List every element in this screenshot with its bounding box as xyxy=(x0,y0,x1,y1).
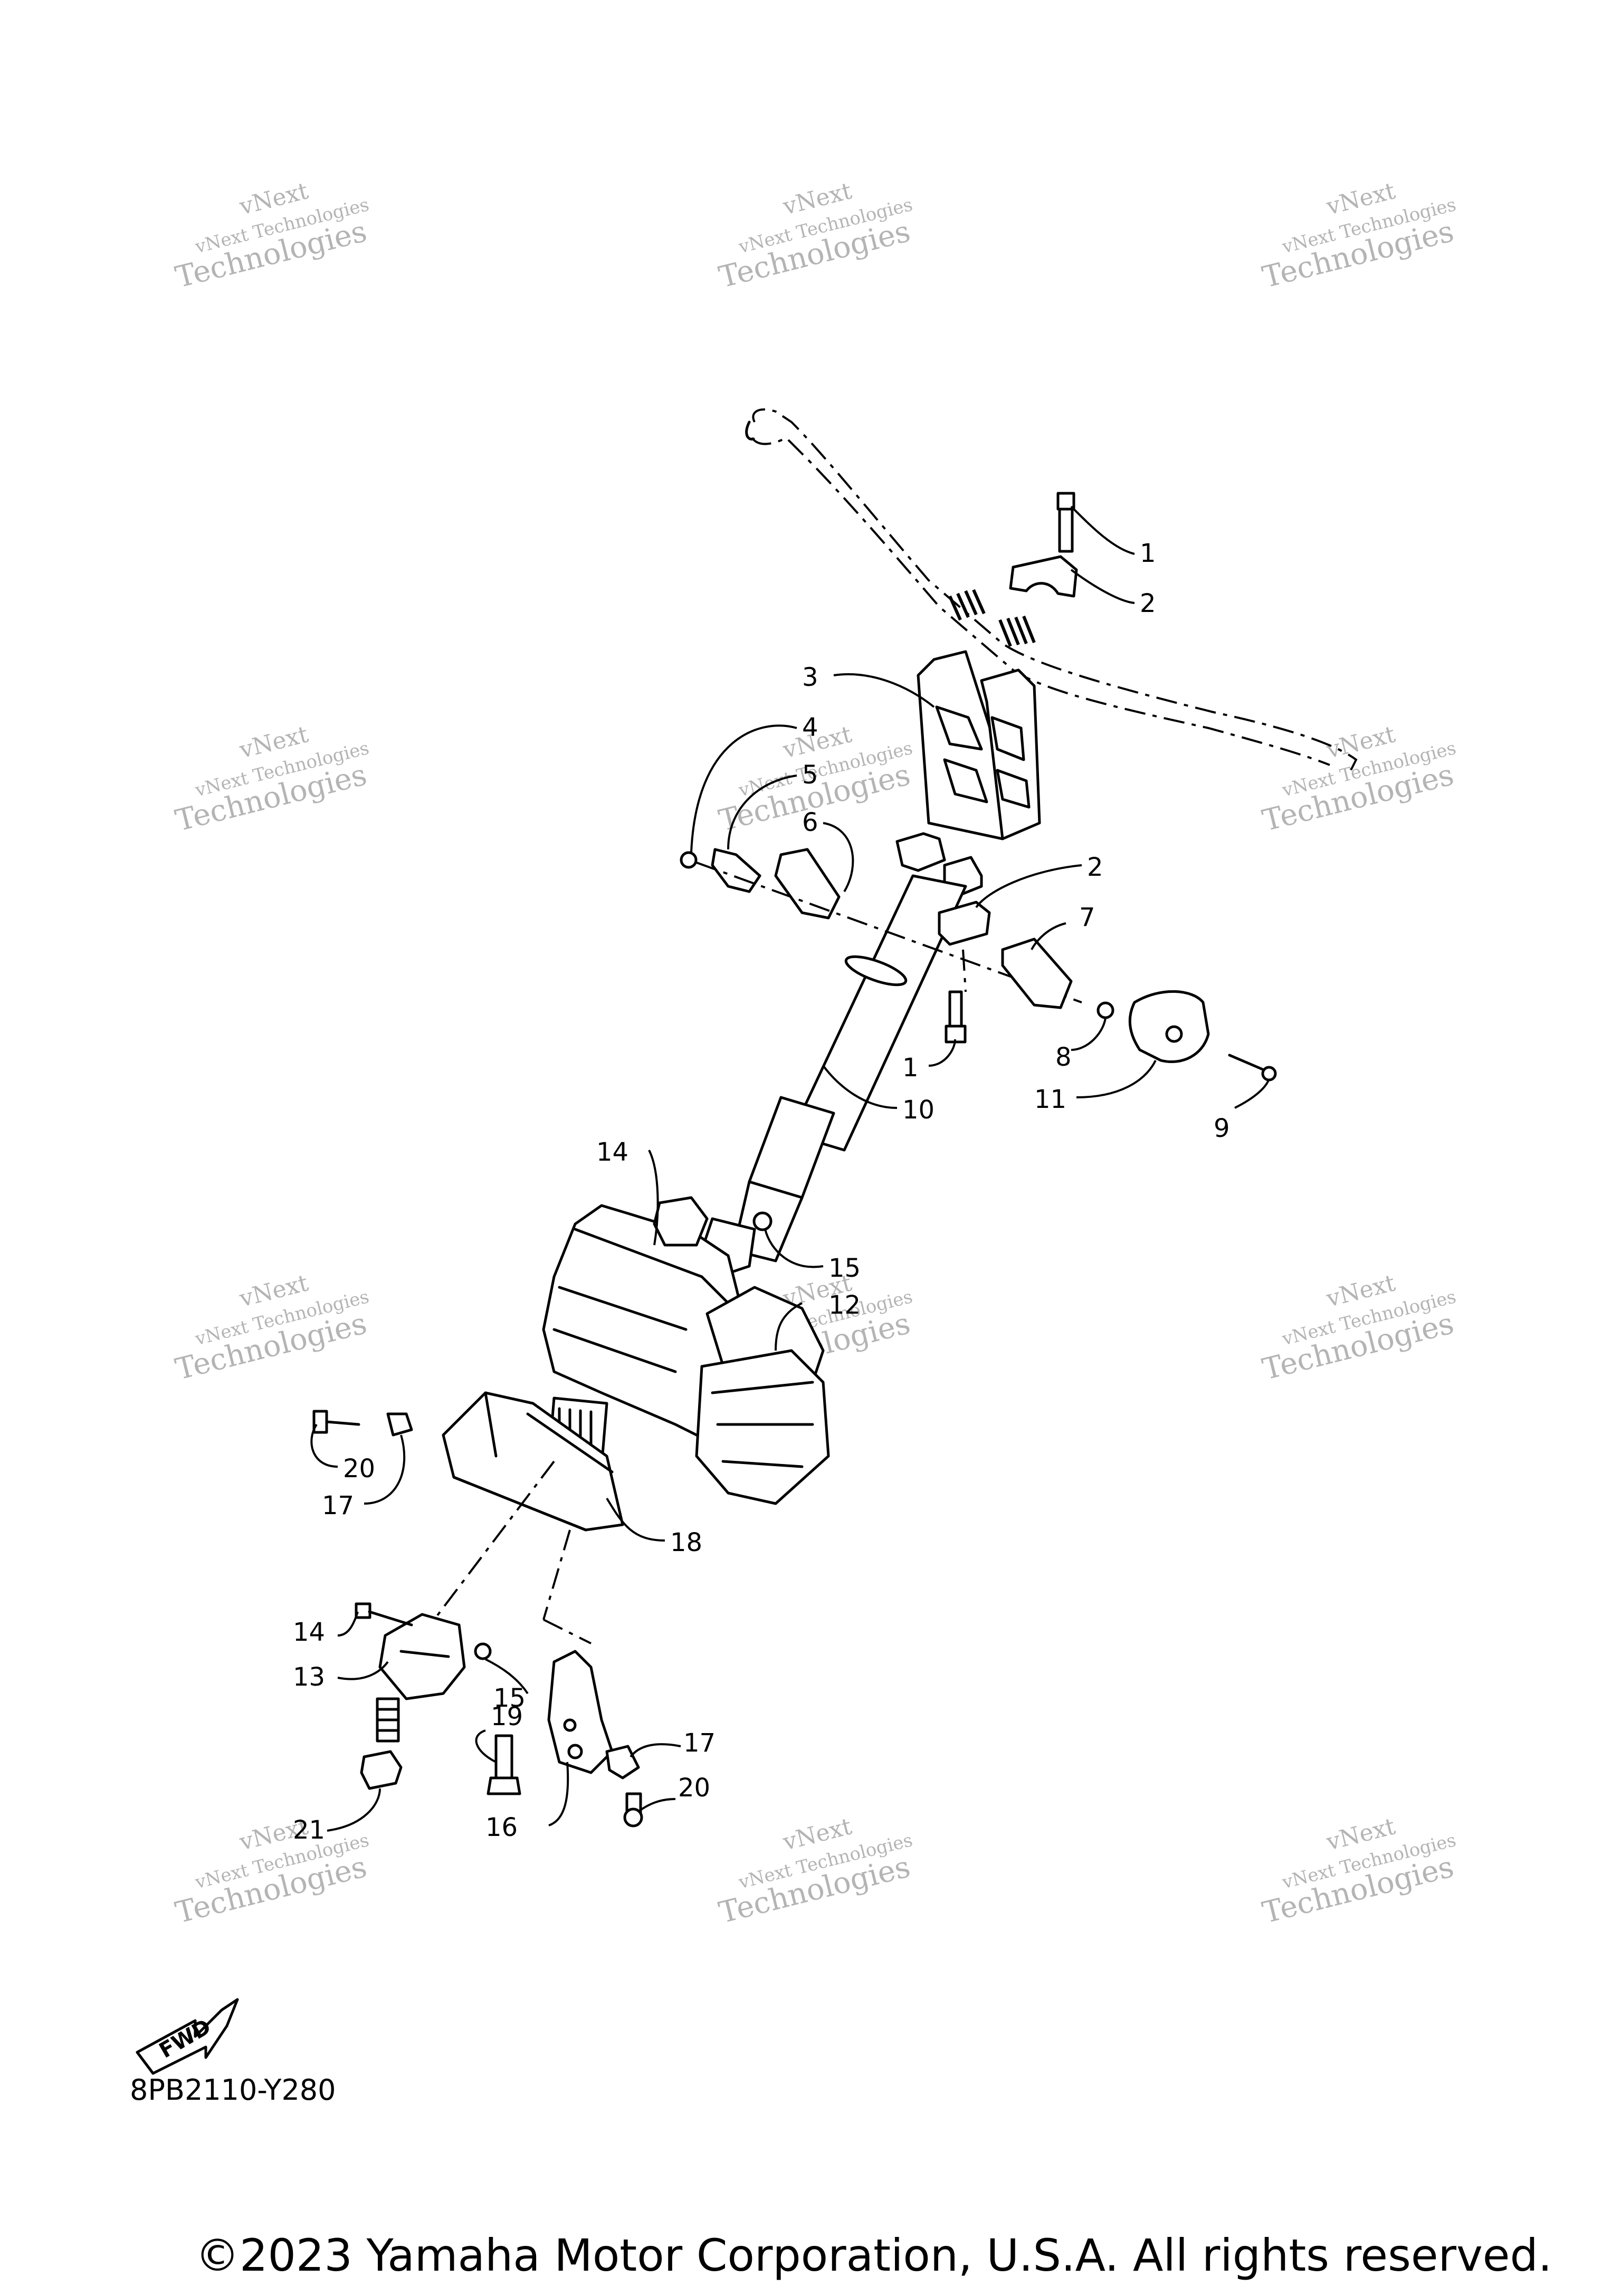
callout-5: 5 xyxy=(802,760,818,790)
callout-19: 19 xyxy=(491,1702,523,1731)
watermark: vNext vNext Technologies Technologies xyxy=(716,1813,914,1930)
lower-universal-joint xyxy=(355,1602,492,1790)
callout-12: 12 xyxy=(828,1290,861,1320)
callout-2: 2 xyxy=(1140,589,1156,618)
bolt-axis-line xyxy=(962,949,967,992)
bracket-axis-line xyxy=(543,1619,592,1644)
callout-1: 1 xyxy=(902,1053,919,1083)
callout-9: 9 xyxy=(1214,1114,1230,1143)
upper-bolt xyxy=(1056,492,1075,553)
callout-4: 4 xyxy=(802,713,818,742)
watermark: vNext vNext Technologies Technologies xyxy=(1259,721,1458,838)
callout-leaders xyxy=(310,505,1270,1832)
watermark: vNext vNext Technologies Technologies xyxy=(172,721,371,838)
copyright-notice: ©2023 Yamaha Motor Corporation, U.S.A. A… xyxy=(195,2230,1552,2281)
watermark: vNext vNext Technologies Technologies xyxy=(172,1813,371,1930)
callout-14: 14 xyxy=(596,1137,628,1167)
watermark: vNext vNext Technologies Technologies xyxy=(716,177,914,295)
lock-lever xyxy=(1001,937,1073,1009)
nut xyxy=(1096,1001,1114,1019)
watermark: vNext vNext Technologies Technologies xyxy=(1259,1269,1458,1387)
callout-14: 14 xyxy=(293,1618,325,1647)
callout-10: 10 xyxy=(902,1095,935,1125)
handlebar xyxy=(745,408,1358,771)
lower-bracket-bolt-small xyxy=(623,1792,643,1828)
callout-2: 2 xyxy=(1087,853,1103,882)
handlebar-holder xyxy=(917,650,1041,840)
lower-bracket xyxy=(547,1650,614,1774)
callout-13: 13 xyxy=(293,1662,325,1692)
callout-18: 18 xyxy=(670,1528,702,1557)
callout-21: 21 xyxy=(293,1815,325,1845)
watermark: vNext vNext Technologies Technologies xyxy=(172,1269,371,1387)
screw xyxy=(1228,1054,1277,1082)
callout-8: 8 xyxy=(1055,1042,1072,1072)
cover xyxy=(1128,990,1210,1064)
diagram-code: 8PB2110-Y280 xyxy=(130,2073,336,2107)
callout-7: 7 xyxy=(1079,903,1095,932)
callout-15: 15 xyxy=(493,1683,526,1713)
callout-1: 1 xyxy=(1140,539,1156,568)
steering-shaft-upper xyxy=(895,832,983,898)
callout-3: 3 xyxy=(802,663,818,692)
bracket-bolt-left xyxy=(312,1410,360,1434)
steering-column xyxy=(732,874,967,1262)
fwd-arrow-icon: FWD xyxy=(136,1998,239,2075)
callout-17: 17 xyxy=(683,1728,716,1758)
lower-bracket-nut xyxy=(605,1745,640,1780)
lower-bolt xyxy=(945,990,967,1044)
bracket-axis-line xyxy=(542,1529,571,1620)
shaft-axis-line xyxy=(421,1460,555,1637)
lower-clamp xyxy=(938,901,991,946)
bracket-nut-left xyxy=(386,1412,413,1437)
callout-20: 20 xyxy=(343,1454,375,1484)
callout-numbers: 1 2 3 4 5 6 2 7 1 8 11 9 10 14 15 12 20 … xyxy=(293,539,1230,1845)
callout-20: 20 xyxy=(678,1773,710,1803)
lower-bracket-bolt xyxy=(487,1734,521,1795)
callout-6: 6 xyxy=(802,808,818,837)
callout-11: 11 xyxy=(1034,1085,1066,1114)
knurled-section xyxy=(948,589,1036,647)
watermark-group: vNext vNext Technologies Technologies vN… xyxy=(172,177,1458,1930)
eps-bracket xyxy=(442,1391,624,1532)
callout-15: 15 xyxy=(828,1254,861,1283)
upper-clamp xyxy=(1009,555,1078,598)
callout-16: 16 xyxy=(485,1813,518,1842)
watermark: vNext vNext Technologies Technologies xyxy=(172,177,371,295)
callout-17: 17 xyxy=(322,1491,354,1520)
watermark: vNext vNext Technologies Technologies xyxy=(1259,1813,1458,1930)
watermark: vNext vNext Technologies Technologies xyxy=(1259,177,1458,295)
